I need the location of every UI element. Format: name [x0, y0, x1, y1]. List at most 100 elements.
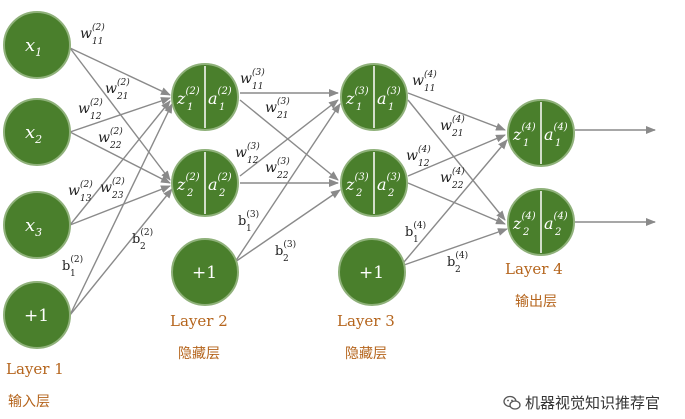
layer2-subtitle: 隐藏层 — [178, 346, 220, 362]
weight-label-w12-2: w(2)12 — [78, 97, 103, 122]
edges-layer1-to-layer2 — [69, 47, 173, 316]
l2n2-z: z — [176, 175, 186, 194]
weight-label-w23-2: w(2)23 — [100, 176, 125, 201]
node-x3: x3 — [3, 191, 71, 259]
weight-label-w12-4: w(4)12 — [406, 144, 431, 169]
svg-text:a(2)1: a(2)1 — [208, 86, 232, 113]
svg-text:z(2)1: z(2)1 — [176, 86, 200, 113]
svg-text:x1: x1 — [25, 35, 42, 59]
x2-base: x — [25, 122, 35, 143]
edge-h22-h31 — [239, 99, 339, 177]
weight-label-b2-3: b(3)2 — [275, 239, 296, 264]
edge-b2-h32 — [234, 189, 341, 263]
output-arrows — [575, 126, 656, 226]
svg-text:x2: x2 — [25, 122, 42, 146]
weight-label-w22-2: w(2)22 — [98, 126, 123, 151]
weight-label-w11-3: w(3)11 — [240, 67, 265, 92]
layer1-subtitle: 输入层 — [8, 394, 50, 410]
l3n1-z: z — [345, 89, 355, 108]
weight-label-b1-3: b(3)1 — [238, 209, 259, 234]
weight-label-w12-3: w(3)12 — [235, 141, 260, 166]
edge-h31-o1 — [407, 92, 506, 131]
edge-h21-h32 — [239, 99, 339, 181]
layer-labels: Layer 1 输入层 Layer 2 隐藏层 Layer 3 隐藏层 Laye… — [6, 260, 563, 410]
layer3-subtitle: 隐藏层 — [345, 346, 387, 362]
x3-base: x — [25, 215, 35, 236]
weight-labels-layer2: w(2)11 w(2)21 w(2)12 w(2)22 w(2)13 w(2)2… — [62, 22, 153, 279]
weight-label-w21-2: w(2)21 — [105, 77, 130, 102]
x1-base: x — [25, 35, 35, 56]
weight-label-w11-4: w(4)11 — [412, 69, 437, 94]
l4n2-a: a — [544, 214, 554, 233]
node-x2: x2 — [3, 98, 71, 166]
x1-sub: 1 — [35, 46, 42, 59]
weight-labels-layer3: w(3)11 w(3)21 w(3)12 w(3)22 b(3)1 b(3)2 — [235, 67, 296, 264]
weight-label-b2-4: b(4)2 — [447, 250, 468, 275]
weight-label-w11-2: w(2)11 — [80, 22, 105, 47]
watermark-text: 机器视觉知识推荐官 — [525, 394, 661, 412]
weight-label-w22-4: w(4)22 — [440, 166, 465, 191]
node-layer3-2: z(3)2 a(3)2 — [340, 149, 408, 217]
edge-x1-h22 — [69, 47, 171, 181]
x2-sub: 2 — [34, 133, 42, 146]
svg-text:a(2)2: a(2)2 — [208, 172, 232, 199]
edge-b2-h31 — [234, 103, 341, 263]
l4n1-z: z — [512, 125, 522, 144]
layer1-nodes: x1 x2 x3 +1 — [3, 11, 71, 349]
edge-b3-o2 — [403, 228, 508, 266]
edge-b1-h21 — [69, 103, 173, 316]
node-layer3-1: z(3)1 a(3)1 — [340, 63, 408, 131]
layer4-nodes: z(4)1 a(4)1 z(4)2 a(4)2 — [507, 99, 575, 256]
edge-b3-o1 — [403, 139, 508, 263]
edge-x2-h21 — [69, 97, 171, 133]
layer2-title: Layer 2 — [170, 312, 228, 330]
edge-b1-h22 — [69, 188, 173, 316]
l2n2-a: a — [208, 175, 218, 194]
weight-label-w21-4: w(4)21 — [440, 114, 465, 139]
layer1-title: Layer 1 — [6, 360, 64, 378]
watermark: 机器视觉知识推荐官 — [503, 392, 660, 413]
edges-layer2-to-layer3 — [234, 89, 341, 263]
l2n1-z: z — [176, 89, 186, 108]
svg-text:a(3)2: a(3)2 — [377, 172, 401, 199]
svg-text:a(3)1: a(3)1 — [377, 86, 401, 113]
layer4-title: Layer 4 — [505, 260, 563, 278]
edge-x1-h21 — [69, 47, 171, 96]
edge-h32-o2 — [407, 182, 506, 225]
node-layer2-1: z(2)1 a(2)1 — [171, 63, 239, 131]
node-layer2-2: z(2)2 a(2)2 — [171, 149, 239, 217]
l3n1-a: a — [377, 89, 387, 108]
l4n2-z: z — [512, 214, 522, 233]
node-x1: x1 — [3, 11, 71, 79]
svg-text:z(4)2: z(4)2 — [512, 211, 536, 238]
node-bias-layer3: +1 — [338, 238, 406, 306]
weight-label-w22-3: w(3)22 — [265, 156, 290, 181]
edge-h32-o1 — [407, 134, 506, 177]
bias-layer1-label: +1 — [24, 306, 49, 326]
svg-text:z(4)1: z(4)1 — [512, 122, 536, 149]
node-layer4-2: z(4)2 a(4)2 — [507, 188, 575, 256]
svg-text:x3: x3 — [25, 215, 42, 239]
layer2-nodes: z(2)1 a(2)1 z(2)2 a(2)2 +1 — [171, 63, 239, 306]
svg-text:a(4)2: a(4)2 — [544, 211, 568, 238]
bias-layer2-label: +1 — [192, 263, 217, 283]
edge-h31-o2 — [407, 99, 506, 221]
weight-label-b2-2: b(2)2 — [132, 227, 153, 252]
svg-text:a(4)1: a(4)1 — [544, 122, 568, 149]
edges-layer3-to-layer4 — [403, 92, 508, 266]
weight-labels-layer4: w(4)11 w(4)21 w(4)12 w(4)22 b(4)1 b(4)2 — [405, 69, 468, 275]
layer4-subtitle: 输出层 — [515, 294, 557, 310]
weight-label-b1-2: b(2)1 — [62, 254, 83, 279]
svg-text:z(2)2: z(2)2 — [176, 172, 200, 199]
layer3-title: Layer 3 — [337, 312, 395, 330]
l2n1-a: a — [208, 89, 218, 108]
x3-sub: 3 — [35, 226, 42, 239]
bias-layer3-label: +1 — [359, 263, 384, 283]
weight-label-w21-3: w(3)21 — [265, 96, 290, 121]
node-bias-layer2: +1 — [171, 238, 239, 306]
layer3-nodes: z(3)1 a(3)1 z(3)2 a(3)2 +1 — [338, 63, 408, 306]
svg-text:z(3)1: z(3)1 — [345, 86, 369, 113]
l3n2-a: a — [377, 175, 387, 194]
l3n2-z: z — [345, 175, 355, 194]
